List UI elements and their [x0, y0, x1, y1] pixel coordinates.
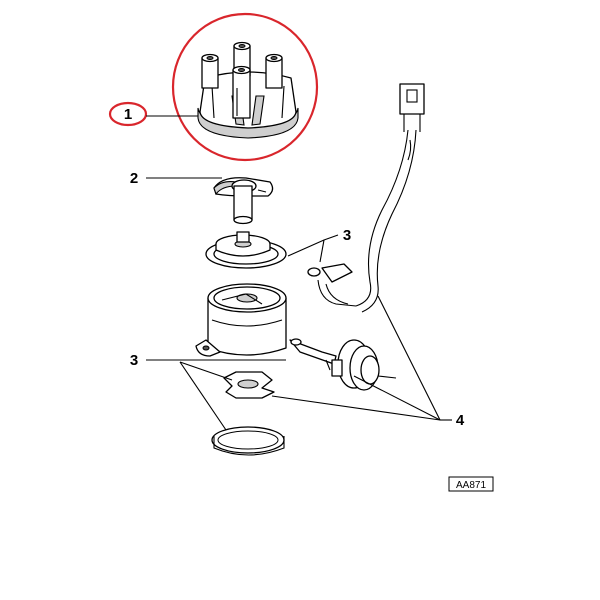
highlight-circle — [171, 12, 319, 162]
callout-1-highlight — [108, 101, 148, 127]
callout-3-lower: 3 — [130, 352, 138, 369]
leader-lines — [146, 115, 452, 431]
callout-1: 1 — [124, 106, 132, 123]
vacuum-unit-icon[interactable] — [289, 338, 397, 391]
breaker-plate-icon[interactable] — [223, 371, 275, 399]
seal-washer-icon[interactable] — [205, 231, 287, 269]
clamp-ring-icon[interactable] — [211, 426, 285, 456]
callout-2: 2 — [130, 170, 138, 187]
distributor-body-icon — [195, 283, 287, 357]
reference-code: AA871 — [456, 480, 486, 491]
callout-3-upper: 3 — [343, 227, 351, 244]
callout-4: 4 — [456, 412, 465, 429]
rotor-arm-icon[interactable] — [213, 177, 274, 225]
distributor-cap-icon[interactable] — [197, 41, 299, 139]
reference-code-box — [448, 476, 494, 492]
wiring-harness-icon[interactable] — [307, 83, 425, 313]
